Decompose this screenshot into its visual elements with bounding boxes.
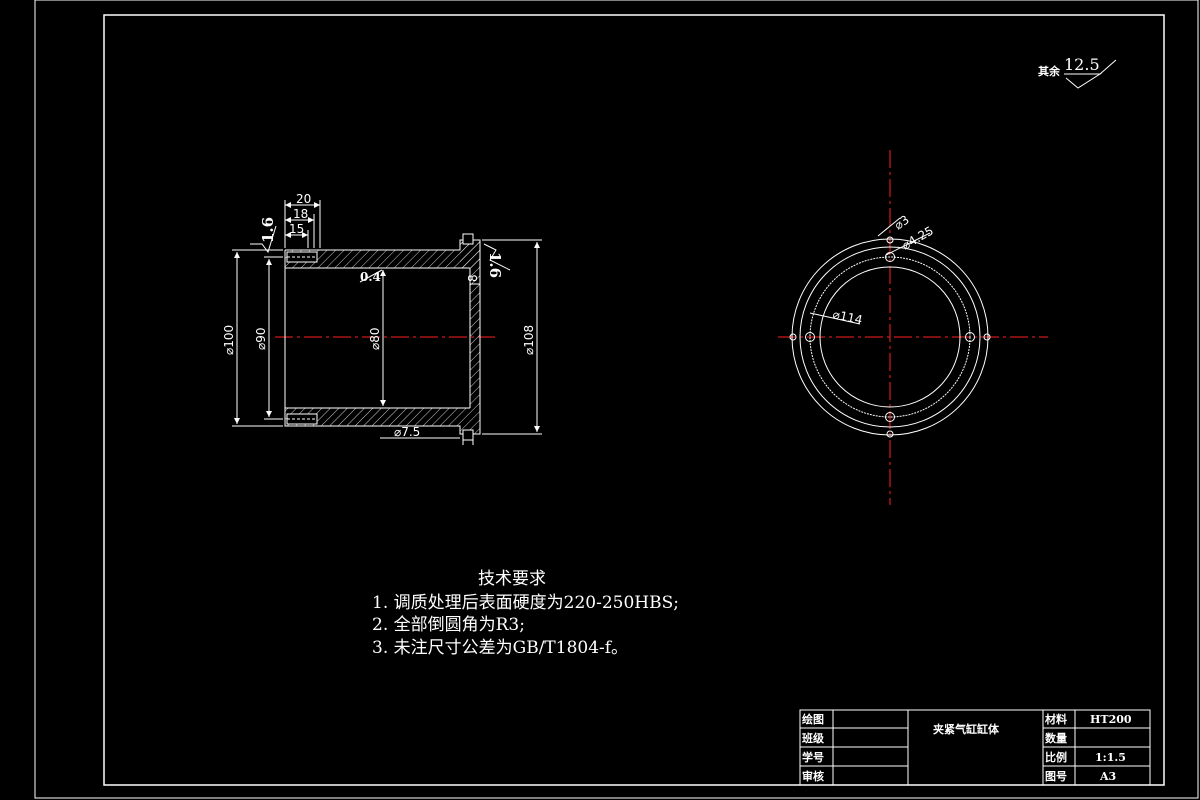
tb-class-label: 班级 [802, 731, 825, 745]
tb-scale-label: 比例 [1045, 750, 1067, 764]
tb-draw-label: 绘图 [802, 712, 824, 726]
dim-15: 15 [289, 222, 304, 236]
tech-item-3: 3. 未注尺寸公差为GB/T1804-f。 [372, 638, 628, 658]
roughness-label: 其余 [1038, 64, 1061, 78]
tb-part-name: 夹紧气缸缸体 [933, 722, 1000, 736]
dim-dia-90: ⌀90 [254, 328, 268, 351]
roughness-value: 12.5 [1064, 55, 1100, 74]
dim-8: 8 [466, 274, 480, 282]
roughness-symbol: 其余 12.5 [1038, 55, 1117, 89]
tb-material-label: 材料 [1045, 712, 1067, 726]
dim-18: 18 [293, 207, 308, 221]
tb-drawing-no-label: 图号 [1045, 770, 1067, 783]
dim-dia-108: ⌀108 [522, 325, 536, 355]
tb-scale-value: 1:1.5 [1095, 751, 1126, 764]
tb-drawing-no-value: A3 [1099, 770, 1116, 783]
tb-quantity-label: 数量 [1045, 731, 1067, 745]
dim-dia-3: ⌀3 [892, 212, 912, 232]
tech-item-1: 1. 调质处理后表面硬度为220-250HBS; [372, 593, 679, 613]
tb-student-no-label: 学号 [802, 750, 824, 764]
front-circular-view [778, 150, 1048, 505]
side-section-view [232, 200, 542, 445]
dim-dia-80: ⌀80 [368, 328, 382, 351]
roughness-right: 1.6 [486, 252, 504, 278]
dim-20: 20 [296, 192, 311, 206]
title-block [799, 709, 1151, 786]
tech-item-2: 2. 全部倒圆角为R3; [372, 615, 525, 635]
dim-dia-114: ⌀114 [831, 307, 863, 327]
dim-dia-7-5: ⌀7.5 [394, 425, 420, 439]
dim-dia-100: ⌀100 [222, 325, 236, 355]
tb-material-value: HT200 [1090, 713, 1132, 726]
inner-frame [103, 14, 1165, 786]
tb-review-label: 审核 [802, 769, 824, 783]
tech-title: 技术要求 [478, 569, 546, 589]
roughness-left: 1.6 [259, 217, 277, 243]
outer-frame [34, 0, 1199, 799]
chamfer-label: 0.4 [360, 270, 381, 284]
